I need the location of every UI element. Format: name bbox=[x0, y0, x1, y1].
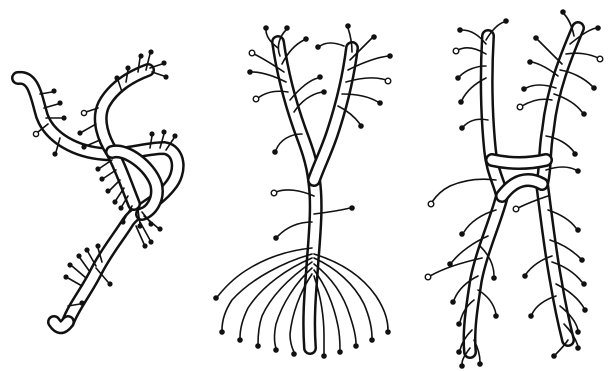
left-tail-fill bbox=[54, 322, 68, 327]
right-bridge-upper-fill bbox=[492, 160, 546, 163]
panel-middle bbox=[213, 23, 393, 359]
panel-left bbox=[18, 49, 178, 327]
panel-right bbox=[425, 9, 603, 369]
